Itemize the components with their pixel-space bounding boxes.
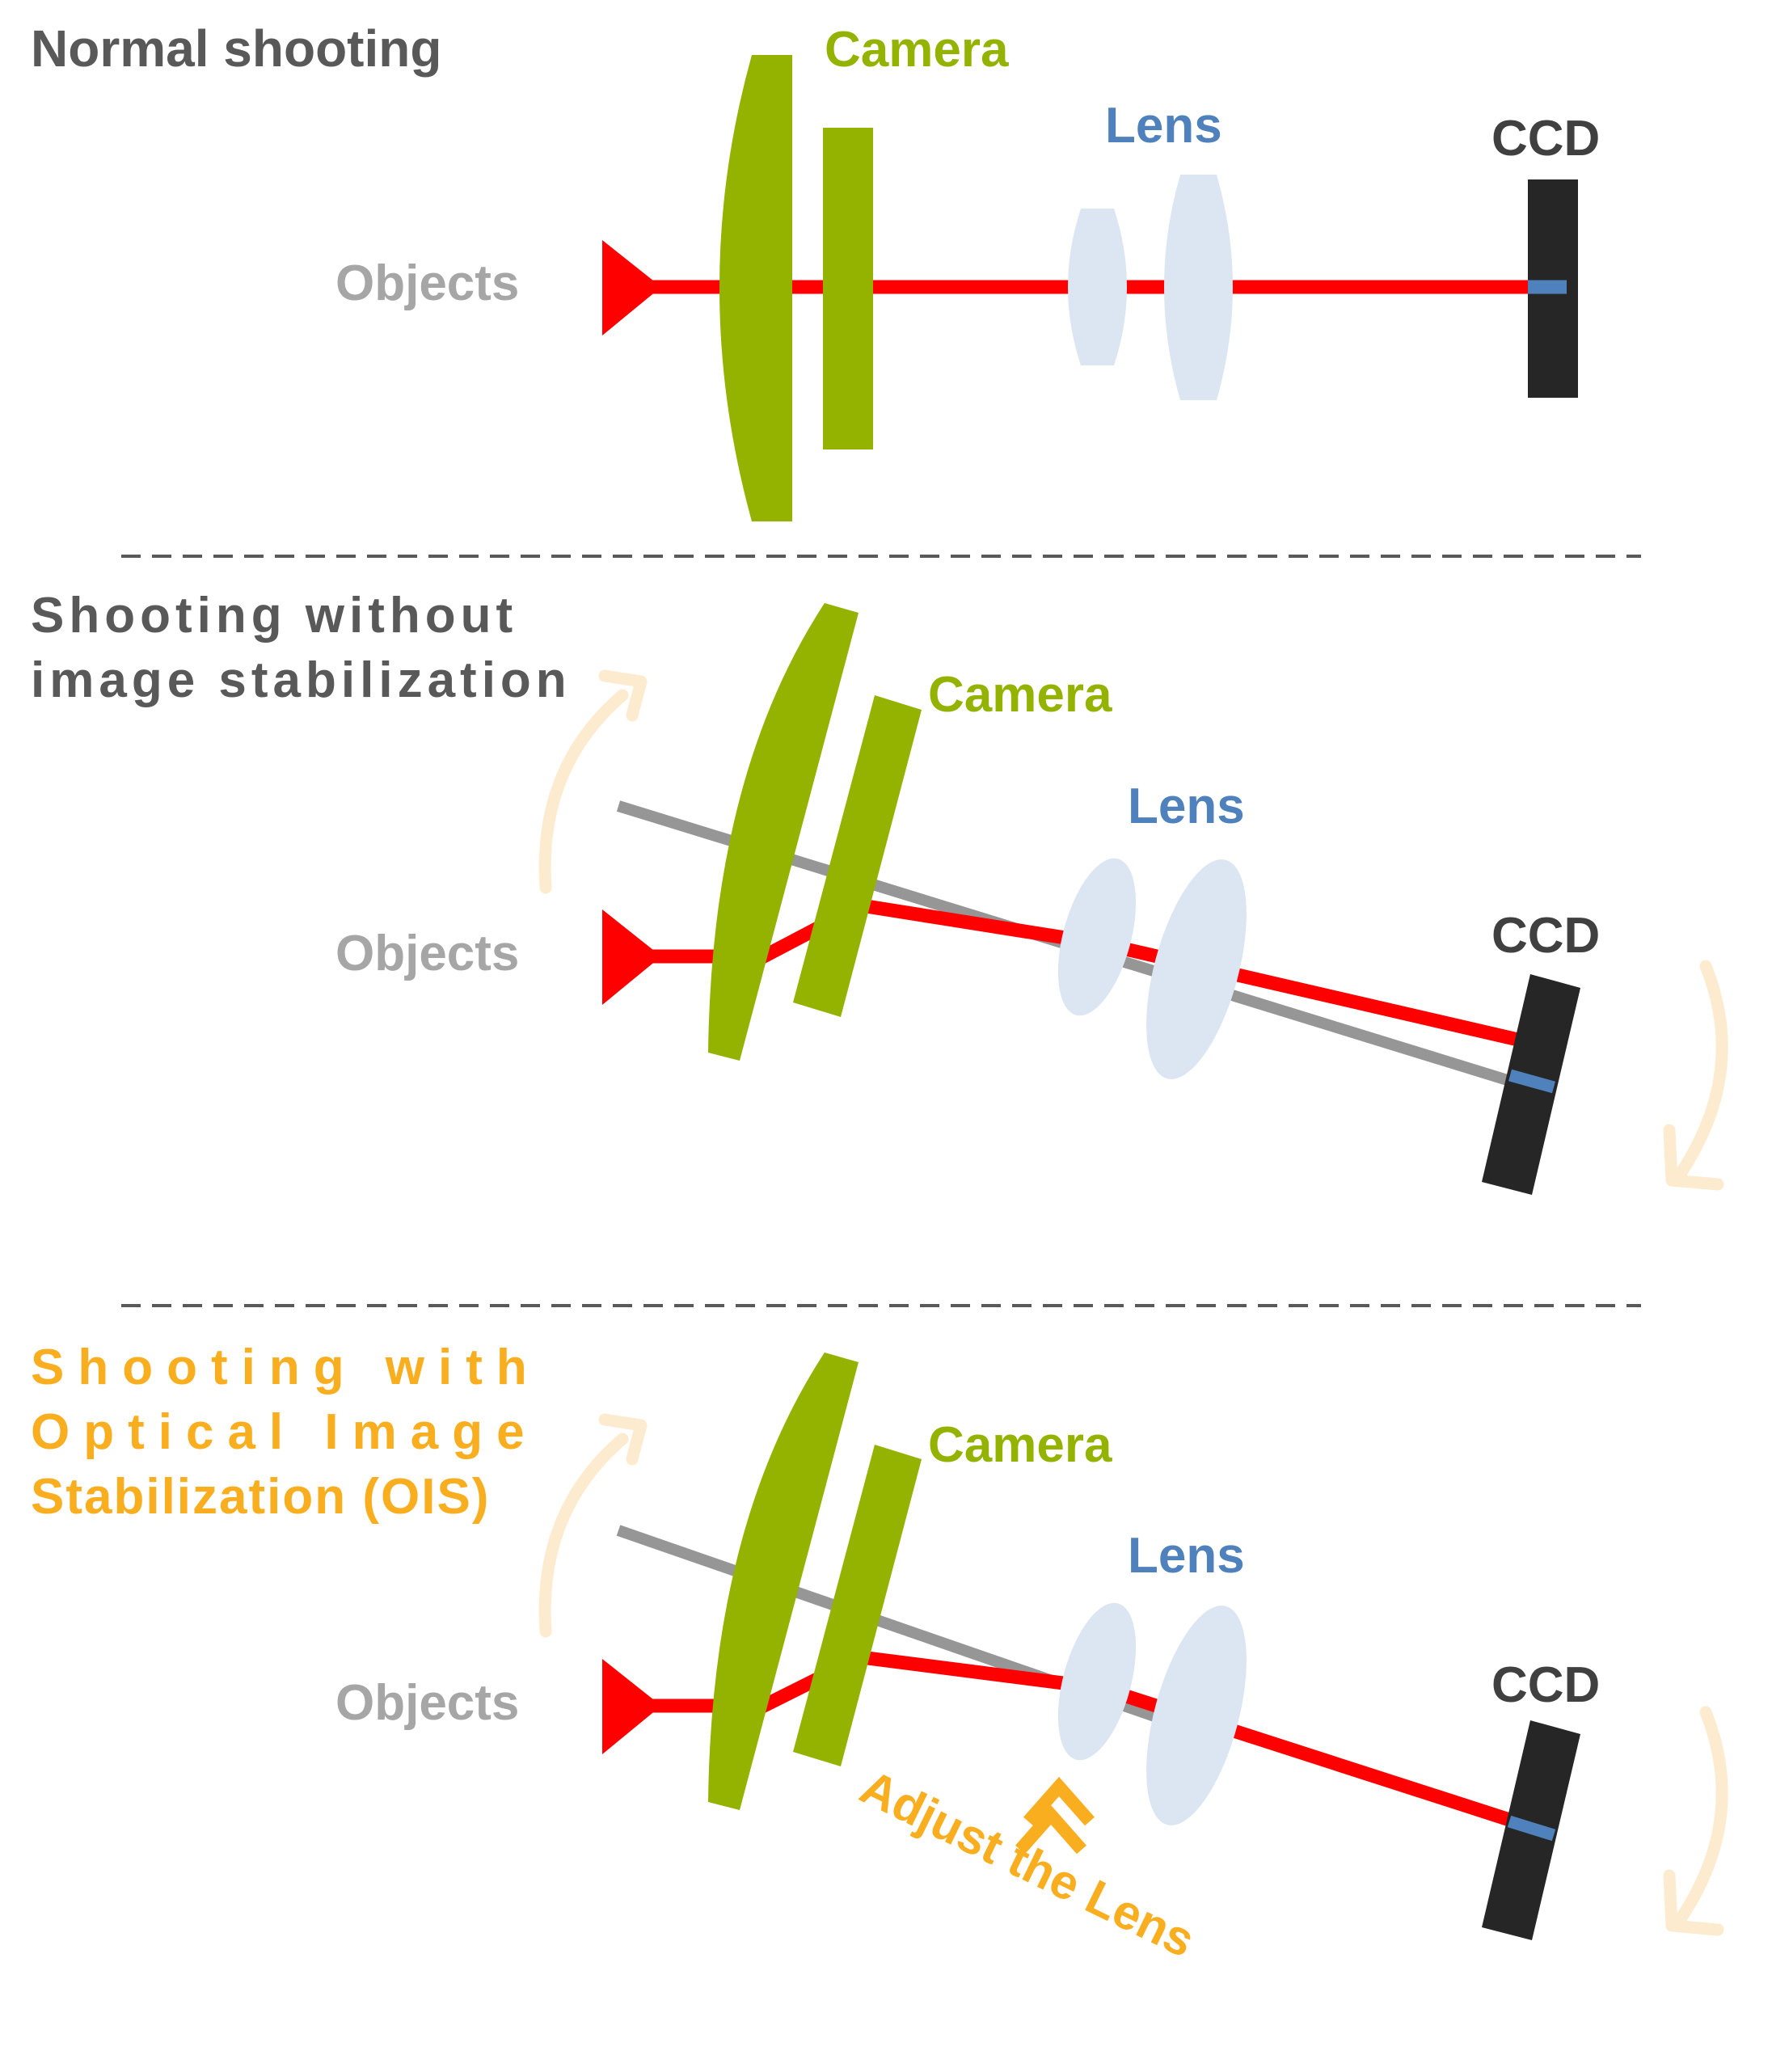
panel3-camera-front-element — [708, 1352, 859, 1810]
panel2-objects-label: Objects — [335, 926, 519, 981]
panel2-camera-rear-element — [793, 695, 922, 1017]
panel2-lens-element-1 — [1057, 858, 1137, 1016]
panel3-rotate-arrow-left-head — [598, 1413, 648, 1466]
panel3-object-arrow — [602, 1659, 661, 1754]
panel-normal-shooting: Normal shooting Camera Lens CCD Objects — [31, 19, 1600, 521]
panel1-ccd-label: CCD — [1491, 111, 1600, 167]
panel-with-ois: Shooting with Optical Image Stabilizatio… — [31, 1340, 1728, 1968]
panel3-title-line2: Optical Image — [31, 1404, 538, 1460]
panel1-object-arrow — [602, 240, 661, 335]
panel1-camera-label: Camera — [825, 22, 1009, 78]
panel3-objects-label: Objects — [335, 1675, 519, 1731]
panel3-rotate-arrow-left — [538, 1433, 629, 1638]
panel2-title-line2: image stabilization — [31, 652, 572, 708]
panel2-rotate-arrow-right — [1675, 960, 1728, 1179]
panel2-ccd-hit-point — [1508, 1069, 1556, 1094]
panel3-rotate-arrow-right-head — [1663, 1869, 1724, 1936]
panel2-object-arrow — [602, 909, 661, 1005]
panel2-rotate-arrow-right-head — [1663, 1124, 1724, 1191]
panel3-title-line1: Shooting with — [31, 1340, 541, 1395]
panel2-title-line1: Shooting without — [31, 588, 517, 644]
panel3-rotate-arrow-right — [1675, 1706, 1728, 1924]
panel3-adjust-chevron-upper — [1023, 1776, 1095, 1826]
panel2-lens-label: Lens — [1128, 779, 1245, 834]
panel2-camera-front-element — [708, 603, 859, 1061]
panel1-lens-element-2 — [1164, 175, 1233, 400]
panel1-lens-element-1 — [1068, 209, 1127, 365]
panel1-camera-front-element — [719, 55, 792, 521]
panel1-lens-label: Lens — [1105, 98, 1222, 154]
panel-without-stabilization: Shooting without image stabilization Cam… — [31, 588, 1728, 1195]
panel2-rotate-arrow-left — [538, 689, 629, 894]
panel1-title: Normal shooting — [31, 19, 441, 78]
panel3-adjust-chevron-lower — [1015, 1804, 1086, 1855]
panel3-lens-element-2 — [1146, 1606, 1247, 1825]
panel3-ccd-label: CCD — [1491, 1657, 1600, 1713]
panel2-camera-label: Camera — [928, 667, 1112, 723]
panel3-camera-label: Camera — [928, 1417, 1112, 1473]
panel3-ccd-hit-point — [1507, 1815, 1556, 1842]
panel3-lens-element-1 — [1057, 1602, 1137, 1761]
panel3-lens-label: Lens — [1128, 1528, 1245, 1584]
panel3-camera-rear-element — [793, 1445, 922, 1766]
panel2-lens-element-2 — [1146, 859, 1247, 1079]
panel2-rotate-arrow-left-head — [598, 669, 648, 722]
panel2-ccd-label: CCD — [1491, 908, 1600, 964]
panel1-camera-rear-element — [823, 128, 873, 449]
panel1-objects-label: Objects — [335, 255, 519, 311]
panel3-title-line3: Stabilization (OIS) — [31, 1469, 490, 1525]
